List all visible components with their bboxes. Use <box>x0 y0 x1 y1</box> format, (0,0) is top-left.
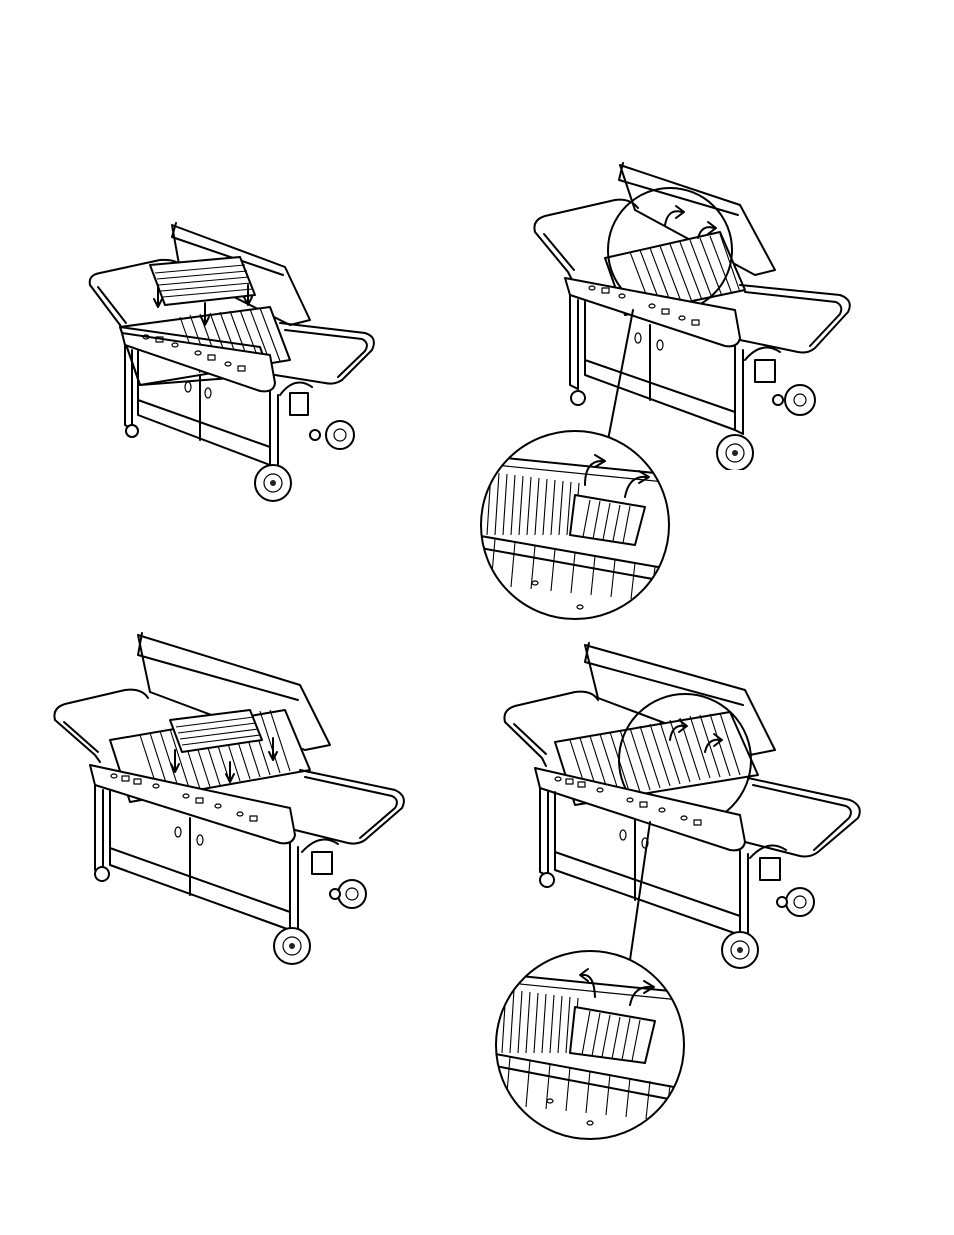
grill-cart-illustration <box>80 215 380 515</box>
grill-rack-placement-figure <box>80 215 380 515</box>
grill-grate-rotate-figure <box>530 160 870 470</box>
grate-detail-inset <box>490 945 690 1145</box>
grate-detail-inset <box>475 425 675 625</box>
large-grill-rack-placement-figure <box>50 630 410 970</box>
grill-cart-illustration <box>530 160 870 470</box>
magnified-grate-illustration <box>490 945 690 1145</box>
large-grill-cart-illustration <box>50 630 410 970</box>
large-grill-cart-illustration <box>500 640 870 970</box>
magnified-grate-illustration <box>475 425 675 625</box>
large-grill-grate-rotate-figure <box>500 640 870 970</box>
